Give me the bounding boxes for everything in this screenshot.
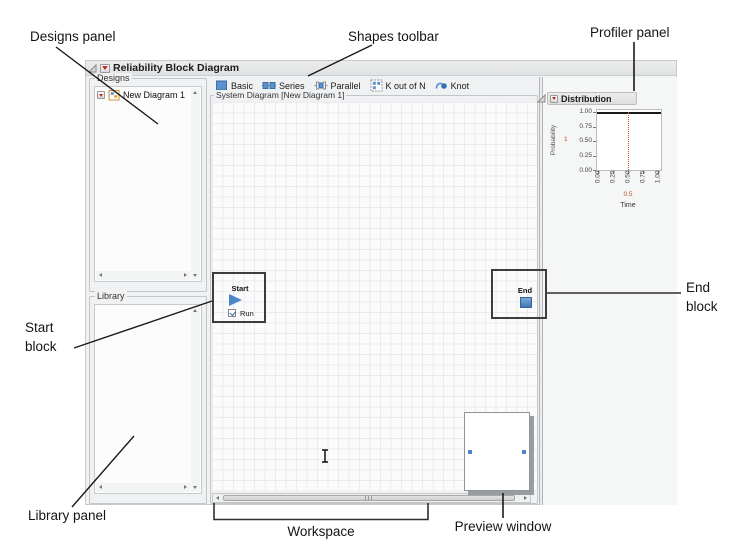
x-tick-mark (598, 171, 599, 174)
shapes-toolbar: Basic Series Parallel (210, 77, 538, 94)
end-block-annotation: End block (686, 280, 718, 314)
y-axis-title: Probability (550, 124, 557, 156)
x-tick-label: 0.75 (639, 170, 647, 184)
toolbar-label: Series (279, 80, 305, 91)
scroll-left-icon[interactable] (99, 273, 102, 277)
series-icon (262, 82, 277, 89)
y-tick-mark (593, 156, 596, 157)
crosshair-line[interactable] (628, 112, 629, 170)
red-triangle-menu-icon[interactable] (100, 63, 110, 73)
probability-line (597, 112, 661, 114)
library-panel-annotation: Library panel (28, 508, 107, 523)
library-panel-label: Library (95, 291, 127, 301)
toolbar-button-parallel[interactable]: Parallel (314, 79, 361, 92)
scroll-left-icon[interactable] (99, 485, 102, 489)
distribution-header[interactable]: Distribution (547, 92, 637, 105)
y-tick-label: 0.00 (579, 167, 592, 174)
toolbar-label: Basic (231, 80, 254, 91)
parallel-icon (314, 81, 328, 90)
toolbar-button-knot[interactable]: Knot (435, 79, 470, 92)
profiler-panel-annotation: Profiler panel (590, 25, 670, 40)
toolbar-label: K out of N (385, 80, 426, 91)
designs-horizontal-scrollbar[interactable] (96, 271, 190, 280)
end-block-icon (520, 297, 532, 308)
workspace-annotation: Workspace (287, 524, 355, 539)
scroll-right-icon[interactable] (184, 485, 187, 489)
disclosure-triangle-icon[interactable] (537, 94, 546, 103)
shapes-toolbar-annotation: Shapes toolbar (348, 29, 439, 44)
red-triangle-menu-icon[interactable] (97, 91, 105, 99)
play-icon (229, 294, 242, 306)
crosshair-x-value[interactable]: 0.5 (623, 191, 633, 198)
system-diagram-label: System Diagram [New Diagram 1] (214, 90, 347, 100)
designs-vertical-scrollbar[interactable] (191, 88, 200, 280)
x-tick-mark (643, 171, 644, 174)
mini-end-icon (522, 450, 526, 454)
system-diagram-group: System Diagram [New Diagram 1] (210, 90, 538, 504)
mini-start-icon (468, 450, 472, 454)
toolbar-button-k-out-of-n[interactable]: K out of N (370, 79, 426, 92)
red-triangle-menu-icon[interactable] (550, 94, 558, 103)
y-tick-label: 0.25 (579, 152, 592, 159)
toolbar-button-series[interactable]: Series (262, 79, 305, 92)
scrollbar-grip (364, 496, 374, 500)
y-tick-label: 0.75 (579, 123, 592, 130)
scroll-up-icon[interactable] (193, 91, 197, 94)
scroll-up-icon[interactable] (193, 309, 197, 312)
disclosure-triangle-icon[interactable] (88, 63, 97, 73)
k-out-of-n-icon (370, 79, 383, 92)
preview-window[interactable] (464, 412, 530, 491)
x-tick-mark (658, 171, 659, 174)
preview-window-annotation: Preview window (454, 519, 552, 534)
run-checkbox[interactable] (228, 309, 236, 317)
x-tick-label: 1.00 (654, 170, 662, 184)
x-tick-label: 0.00 (594, 170, 602, 184)
x-axis-title: Time (620, 202, 636, 209)
end-block-title[interactable]: End (517, 286, 533, 295)
window-title-bar: Reliability Block Diagram (86, 61, 676, 76)
diagram-name: New Diagram 1 (123, 90, 186, 100)
toolbar-label: Parallel (330, 80, 361, 91)
scrollbar-thumb[interactable] (223, 495, 515, 501)
library-list[interactable] (94, 304, 202, 494)
y-tick-mark (593, 170, 596, 171)
designs-panel-annotation: Designs panel (30, 29, 116, 44)
y-tick-mark (593, 112, 596, 113)
diagram-icon (108, 90, 120, 101)
y-tick-mark (593, 127, 596, 128)
profiler-plot[interactable] (596, 109, 662, 171)
designs-panel: Designs New Diagram 1 (89, 73, 207, 292)
crosshair-y-value: 1 (564, 136, 568, 143)
x-tick-mark (613, 171, 614, 174)
library-horizontal-scrollbar[interactable] (96, 483, 190, 492)
x-tick-mark (628, 171, 629, 174)
designs-list[interactable]: New Diagram 1 (94, 86, 202, 282)
x-tick-label: 0.25 (609, 170, 617, 184)
scroll-right-icon[interactable] (184, 273, 187, 277)
library-vertical-scrollbar[interactable] (191, 306, 200, 492)
y-tick-label: 0.50 (579, 137, 592, 144)
library-panel: Library (89, 291, 207, 504)
designs-list-item[interactable]: New Diagram 1 (95, 87, 201, 103)
run-checkbox-label: Run (240, 309, 254, 318)
scroll-down-icon[interactable] (193, 486, 197, 489)
scroll-down-icon[interactable] (193, 274, 197, 277)
rbd-window: Reliability Block Diagram Designs New Di… (85, 60, 677, 505)
workspace-canvas[interactable] (212, 102, 537, 490)
knot-icon (435, 82, 447, 89)
y-tick-mark (593, 141, 596, 142)
scroll-left-icon[interactable] (216, 496, 219, 500)
start-block-title[interactable]: Start (231, 284, 249, 293)
window-title: Reliability Block Diagram (113, 62, 240, 74)
designs-panel-label: Designs (95, 73, 132, 83)
workspace-bracket (213, 503, 429, 521)
y-tick-label: 1.00 (579, 108, 592, 115)
toolbar-label: Knot (450, 80, 470, 91)
distribution-header-label: Distribution (561, 93, 612, 104)
workspace-horizontal-scrollbar[interactable] (212, 493, 531, 503)
i-beam-cursor (322, 449, 328, 463)
start-block-annotation: Start block (25, 320, 57, 354)
scroll-right-icon[interactable] (524, 496, 527, 500)
x-tick-label: 0.50 (624, 170, 632, 184)
